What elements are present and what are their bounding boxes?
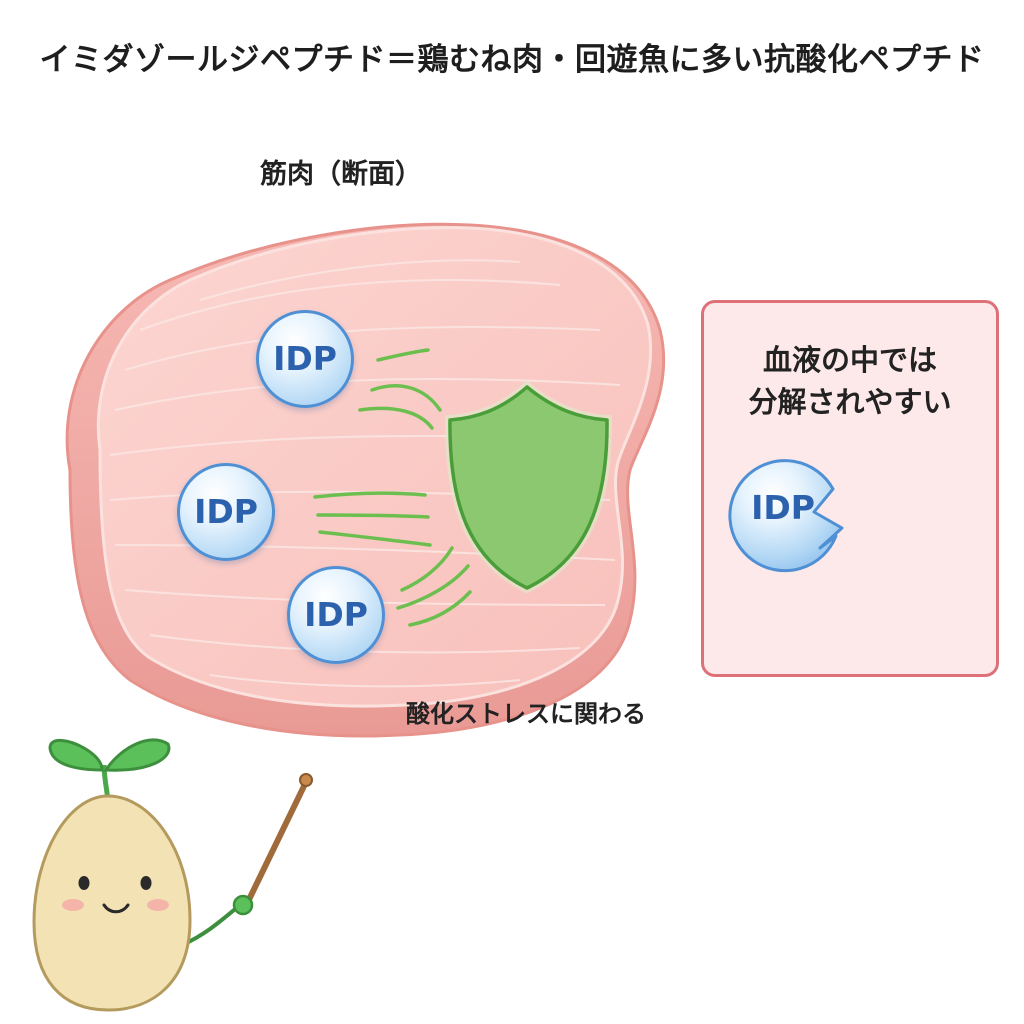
pointer-stick: [240, 773, 313, 915]
shield-icon: [444, 380, 613, 594]
protection-arcs: [313, 348, 472, 627]
page-title: イミダゾールジペプチド＝鶏むね肉・回遊魚に多い抗酸化ペプチド: [39, 42, 985, 78]
idp-molecule: IDP: [287, 566, 385, 664]
meat-fibers: [109, 259, 621, 688]
idp-molecule: IDP: [177, 463, 275, 561]
meat-cross-section: [96, 226, 653, 708]
blood-text-line1: 血液の中では: [762, 343, 937, 377]
muscle-cross-section-label: 筋肉（断面）: [260, 159, 422, 190]
blood-text-line2: 分解されやすい: [748, 385, 952, 419]
sprout-mascot: [32, 738, 254, 1012]
oxidative-stress-label: 酸化ストレスに関わる: [406, 700, 646, 728]
broken-idp-label: IDP: [751, 488, 815, 527]
idp-molecule: IDP: [256, 310, 354, 408]
